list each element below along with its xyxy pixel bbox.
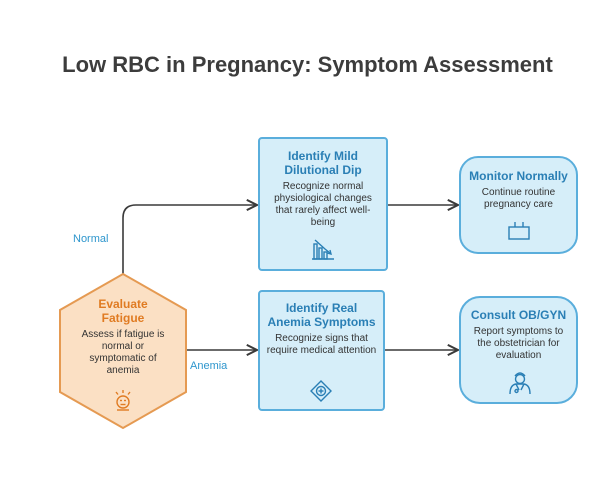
diagram-title: Low RBC in Pregnancy: Symptom Assessment bbox=[62, 52, 553, 77]
anemia-node-title: Identify Real Anemia Symptoms bbox=[267, 301, 376, 329]
anemia-node[interactable]: Identify Real Anemia Symptoms Recognize … bbox=[266, 301, 377, 357]
tired-face-icon bbox=[115, 390, 131, 411]
consult-node-title: Consult OB/GYN bbox=[470, 308, 567, 322]
monitor-node-shape[interactable] bbox=[459, 156, 578, 254]
consult-node-desc: Report symptoms to the obstetrician for … bbox=[473, 326, 564, 361]
edge-label-normal: Normal bbox=[73, 233, 109, 245]
monitor-tray-icon bbox=[508, 222, 530, 240]
monitor-node-title: Monitor Normally bbox=[469, 169, 568, 183]
monitor-node[interactable]: Monitor Normally Continue routine pregna… bbox=[468, 169, 569, 211]
evaluate-node-desc: Assess if fatigue is normal or symptomat… bbox=[81, 329, 165, 376]
evaluate-node[interactable]: Evaluate Fatigue Assess if fatigue is no… bbox=[76, 297, 170, 377]
evaluate-node-title: Evaluate Fatigue bbox=[98, 297, 148, 325]
evaluate-node-shape[interactable] bbox=[59, 272, 187, 430]
edge-label-anemia: Anemia bbox=[190, 360, 228, 372]
edge-evaluate-to-dilutional bbox=[122, 205, 257, 274]
dilutional-node-shape[interactable] bbox=[258, 137, 388, 271]
medical-cross-diamond-icon bbox=[310, 380, 332, 402]
anemia-node-shape[interactable] bbox=[258, 290, 385, 411]
consult-node[interactable]: Consult OB/GYN Report symptoms to the ob… bbox=[466, 308, 571, 362]
dilutional-node[interactable]: Identify Mild Dilutional Dip Recognize n… bbox=[266, 149, 380, 229]
monitor-node-desc: Continue routine pregnancy care bbox=[481, 187, 556, 210]
declining-bar-chart-icon bbox=[312, 239, 334, 260]
anemia-node-desc: Recognize signs that require medical att… bbox=[266, 333, 377, 356]
dilutional-node-title: Identify Mild Dilutional Dip bbox=[284, 149, 362, 177]
doctor-icon bbox=[509, 372, 531, 395]
dilutional-node-desc: Recognize normal physiological changes t… bbox=[274, 181, 372, 228]
consult-node-shape[interactable] bbox=[459, 296, 578, 404]
